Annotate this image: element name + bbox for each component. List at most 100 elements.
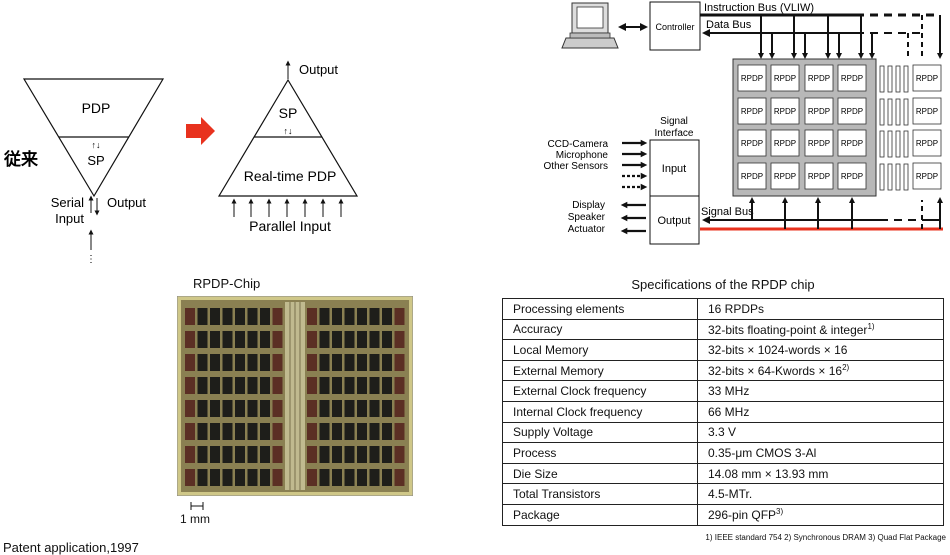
actuator-label-display: Display: [572, 200, 605, 211]
chip-cell: [260, 331, 270, 348]
chip-cell: [222, 308, 233, 325]
actuator-label-actuator: Actuator: [568, 224, 606, 235]
rpdp-cell-label: RPDP: [808, 74, 830, 83]
controller-box: [649, 1, 701, 51]
chip-cell: [332, 354, 342, 371]
conventional-diagram: PDP SP ↑↓ 従来 Serial Input Output ⋮: [3, 78, 165, 265]
chip-cell: [260, 423, 270, 440]
chip-cell: [185, 423, 195, 440]
chip-cell: [332, 331, 342, 348]
chip-cell: [222, 446, 233, 463]
chip-cell: [222, 331, 233, 348]
chip-cell: [394, 469, 405, 486]
chip-cell: [319, 446, 330, 463]
chip-cells: [185, 308, 405, 486]
chip-cell: [369, 377, 380, 394]
spec-value: 296-pin QFP3): [697, 503, 944, 526]
upright-triangle: [217, 78, 359, 197]
chip-cell: [260, 308, 270, 325]
chip-cell: [235, 354, 245, 371]
chip-cell: [247, 354, 258, 371]
input-label: Input: [55, 211, 84, 226]
chip-cell: [307, 446, 317, 463]
chip-cell: [344, 423, 355, 440]
chip-cell: [307, 377, 317, 394]
spec-key: External Memory: [502, 359, 698, 382]
chip-cell: [197, 423, 208, 440]
chip-cell: [319, 423, 330, 440]
spec-footnote-ref: 3): [776, 507, 784, 517]
chip-cell: [319, 469, 330, 486]
chip-cell: [222, 354, 233, 371]
rpdp-cell-label: RPDP: [916, 74, 938, 83]
transition-arrow-shape: [186, 117, 215, 145]
chip-title: RPDP-Chip: [193, 276, 261, 291]
spec-key: External Clock frequency: [502, 380, 698, 402]
chip-cell: [332, 308, 342, 325]
rpdp-cell: [912, 64, 942, 92]
transition-arrow-icon: [186, 117, 215, 145]
spec-footnote-ref: 2): [842, 363, 850, 373]
rpdp-cell-label: RPDP: [774, 172, 796, 181]
chip-cell: [210, 469, 220, 486]
chip-cell: [332, 446, 342, 463]
chip-cell: [369, 400, 380, 417]
chip-cell: [357, 354, 367, 371]
chip-cell: [272, 423, 283, 440]
chip-cell: [382, 400, 392, 417]
chip-cell: [332, 469, 342, 486]
spec-value: 16 RPDPs: [697, 298, 944, 320]
chip-cell: [197, 377, 208, 394]
rpdp-cell: [770, 64, 800, 92]
chip-cell: [210, 354, 220, 371]
chip-cell: [272, 469, 283, 486]
rpdp-cell-label: RPDP: [808, 139, 830, 148]
chip-cell: [344, 354, 355, 371]
chip-cell: [222, 469, 233, 486]
rpdp-cell: [804, 97, 834, 125]
chip-cell: [307, 423, 317, 440]
rpdp-cell-label: RPDP: [916, 172, 938, 181]
sp-label: SP: [279, 105, 298, 121]
scale-bar-icon: [190, 502, 204, 510]
chip-cell: [332, 377, 342, 394]
chip-cell: [222, 377, 233, 394]
spec-value-text: 66 MHz: [708, 404, 750, 419]
chip-cell: [247, 308, 258, 325]
extra-column-bars: [879, 65, 909, 191]
chip-cell: [210, 308, 220, 325]
spec-title: Specifications of the RPDP chip: [631, 277, 815, 292]
chip-cell: [369, 331, 380, 348]
instruction-bus-label: Instruction Bus (VLIW): [704, 2, 814, 14]
rpdp-cell: [804, 129, 834, 157]
chip-cell: [197, 400, 208, 417]
chip-cell: [197, 331, 208, 348]
chip-cell: [369, 423, 380, 440]
chip-cell: [247, 446, 258, 463]
chip-cell: [307, 308, 317, 325]
small-up-down-arrows: ↑↓: [284, 126, 293, 136]
system-diagram: Controller Instruction Bus (VLIW) Data B…: [544, 1, 943, 245]
spec-value: 66 MHz: [697, 400, 944, 423]
chip-cell: [272, 331, 283, 348]
chip-cell: [185, 469, 195, 486]
chip-cell: [247, 331, 258, 348]
chip-cell: [319, 377, 330, 394]
chip-cell: [344, 469, 355, 486]
chip-cell: [369, 354, 380, 371]
chip-cell: [235, 469, 245, 486]
chip-cell: [357, 400, 367, 417]
rpdp-cell: [737, 162, 767, 190]
rpdp-cell-label: RPDP: [841, 139, 863, 148]
rpdp-cell-label: RPDP: [808, 172, 830, 181]
chip-cell: [394, 446, 405, 463]
chip-cell: [382, 446, 392, 463]
rpdp-cell-label: RPDP: [841, 172, 863, 181]
